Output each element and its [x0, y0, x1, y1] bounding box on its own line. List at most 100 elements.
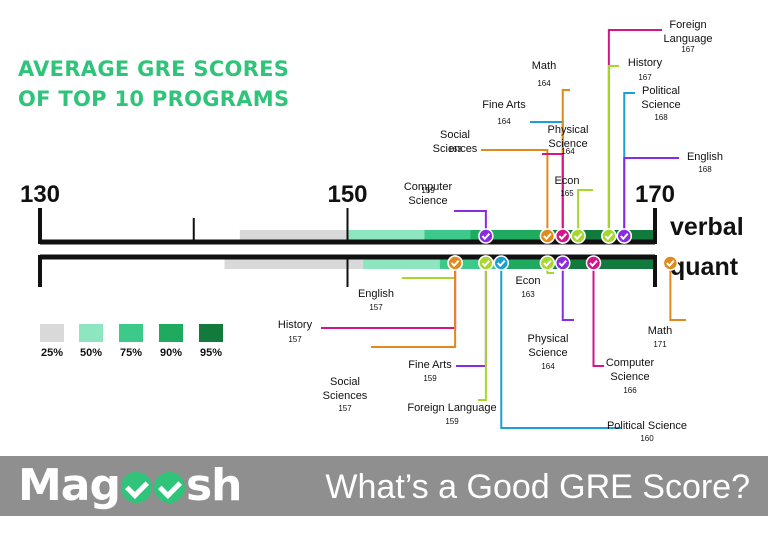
quant-marker-social-sciences: [447, 255, 463, 271]
callout-line-social-sciences: [371, 263, 457, 348]
chart-title: AVERAGE GRE SCORES OF TOP 10 PROGRAMS: [18, 54, 289, 114]
check-mark: [543, 260, 552, 268]
callout-label-social-sciences: Social: [440, 129, 470, 141]
axis-tick-label: 130: [20, 181, 60, 208]
callout-score-foreign-language: 167: [681, 45, 695, 54]
verbal-percentile-band: [424, 230, 471, 242]
callout-label-political-science: Science: [641, 99, 680, 111]
callout-label-econ: Econ: [554, 175, 579, 187]
footer-tagline: What’s a Good GRE Score?: [325, 468, 750, 506]
callout-score-history: 157: [288, 335, 302, 344]
legend-swatch: [119, 324, 143, 342]
callout-label-history: History: [628, 57, 663, 69]
callout-score-math: 171: [653, 340, 667, 349]
callout-score-history: 167: [638, 73, 652, 82]
legend-label: 50%: [80, 347, 102, 359]
callout-score-fine-arts: 164: [497, 117, 511, 126]
quant-marker-foreign-language: [478, 255, 494, 271]
verbal-marker-computer-science: [478, 228, 494, 244]
callout-score-econ: 165: [560, 189, 574, 198]
callout-label-foreign-language: Foreign Language: [407, 402, 496, 414]
check-mark: [666, 260, 675, 268]
check-circle-icon: [555, 255, 571, 271]
callout-label-political-science: Political Science: [607, 420, 687, 432]
callout-label-history: History: [278, 319, 313, 331]
callout-line-foreign-language: [478, 263, 487, 401]
verbal-marker-social-sciences: [539, 228, 556, 244]
quant-percentile-band: [362, 257, 440, 269]
check-circle-icon: [447, 255, 463, 271]
callout-label-political-science: Political: [642, 85, 680, 97]
legend-swatch: [159, 324, 183, 342]
verbal-marker-history: [601, 228, 617, 244]
check-mark: [558, 233, 567, 241]
check-mark: [481, 260, 491, 268]
callout-label-physical-science: Science: [548, 138, 587, 150]
callout-line-econ: [577, 189, 593, 236]
legend-swatch: [40, 324, 64, 342]
check-circle-icon: [478, 228, 494, 244]
legend-label: 25%: [41, 347, 63, 359]
check-mark: [481, 233, 491, 241]
callout-line-english: [623, 157, 679, 236]
callout-label-math: Math: [532, 60, 556, 72]
callout-line-social-sciences: [481, 149, 549, 236]
quant-marker-math: [662, 255, 679, 271]
chart-title-line1: AVERAGE GRE SCORES: [18, 57, 290, 81]
check-mark: [620, 233, 629, 241]
axis-tick-label: 170: [635, 181, 675, 208]
quant-marker-physical-science: [555, 255, 571, 271]
check-circle-icon: [662, 255, 679, 271]
callout-score-econ: 163: [521, 290, 535, 299]
quant-marker-econ: [539, 255, 556, 271]
quant-percentile-band: [224, 257, 363, 269]
verbal-percentile-band: [347, 230, 425, 242]
legend-label: 90%: [160, 347, 182, 359]
check-mark: [589, 260, 598, 268]
series-label-verbal: verbal: [670, 213, 744, 241]
callout-score-math: 164: [537, 79, 551, 88]
check-circle-icon: [616, 228, 632, 244]
check-mark: [558, 260, 567, 268]
verbal-marker-physical-science: [555, 228, 571, 244]
series-label-quant: quant: [670, 253, 739, 281]
check-mark: [604, 233, 614, 241]
callout-line-political-science: [623, 92, 635, 236]
callout-score-foreign-language: 159: [445, 417, 459, 426]
legend-swatch: [199, 324, 223, 342]
callout-line-physical-science: [561, 263, 574, 321]
legend-label: 75%: [120, 347, 142, 359]
callout-label-computer-science: Science: [408, 195, 447, 207]
callout-score-political-science: 160: [640, 434, 654, 443]
callout-label-social-sciences: Sciences: [433, 143, 478, 155]
callout-score-fine-arts: 159: [423, 374, 437, 383]
callout-label-computer-science: Computer: [404, 181, 453, 193]
callout-label-social-sciences: Social: [330, 376, 360, 388]
callout-label-fine-arts: Fine Arts: [482, 99, 526, 111]
verbal-marker-english: [616, 228, 632, 244]
check-circle-icon: [539, 228, 556, 244]
legend-swatch: [79, 324, 103, 342]
check-circle-icon: [478, 255, 494, 271]
callout-score-political-science: 168: [654, 113, 668, 122]
callout-line-math: [669, 263, 686, 321]
check-circle-icon: [120, 472, 152, 503]
callout-label-econ: Econ: [515, 275, 540, 287]
callout-line-political-science: [500, 263, 621, 429]
callout-score-english: 168: [698, 165, 712, 174]
callout-label-physical-science: Physical: [548, 124, 589, 136]
check-circle-icon: [601, 228, 617, 244]
logo-text-right: sh: [185, 460, 243, 511]
quant-marker-political-science: [493, 255, 509, 271]
callout-label-foreign-language: Language: [664, 33, 713, 45]
callout-score-social-sciences: 157: [338, 404, 352, 413]
check-circle-icon: [570, 228, 586, 244]
callout-label-physical-science: Science: [528, 347, 567, 359]
callout-line-math: [561, 89, 570, 236]
check-circle-icon: [493, 255, 509, 271]
callout-score-physical-science: 164: [561, 147, 575, 156]
callout-line-fine-arts: [456, 263, 487, 367]
